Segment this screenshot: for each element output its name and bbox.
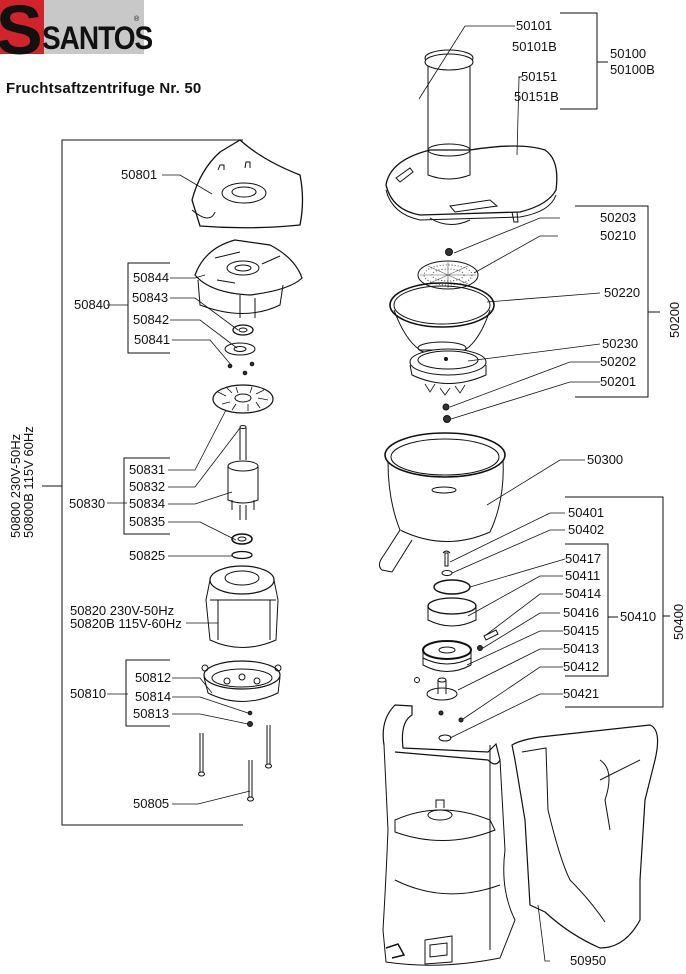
label-50401: 50401: [568, 505, 605, 520]
basket-bottom: [409, 348, 487, 396]
label-50834: 50834: [129, 496, 166, 511]
label-50813: 50813: [133, 706, 170, 721]
label-50801: 50801: [121, 167, 158, 182]
label-50230: 50230: [602, 336, 639, 351]
motor-base-50812: [201, 660, 282, 702]
pusher-part: [424, 49, 474, 155]
juice-bowl: [378, 432, 506, 573]
label-50832: 50832: [129, 479, 166, 494]
label-50300: 50300: [587, 452, 624, 467]
ring-50411: [427, 597, 477, 627]
label-50151b: 50151B: [514, 89, 559, 104]
label-50414: 50414: [565, 586, 602, 601]
washer-50421: [438, 734, 452, 742]
washer-50202: [442, 403, 450, 411]
label-50220: 50220: [604, 285, 641, 300]
grater-disc: [417, 260, 479, 290]
label-50417: 50417: [565, 551, 602, 566]
label-50812: 50812: [135, 670, 172, 685]
label-50950: 50950: [570, 953, 607, 968]
label-50835: 50835: [129, 514, 166, 529]
label-50825: 50825: [129, 548, 166, 563]
label-50400: 50400: [671, 603, 686, 640]
brackets-right: [560, 12, 670, 708]
bearing-housing: [422, 640, 472, 672]
plate-50842: [224, 342, 256, 356]
machine-housing: [382, 704, 516, 966]
label-50805: 50805: [133, 796, 170, 811]
nut-50416: [477, 645, 483, 651]
callout-lines-right: [418, 25, 601, 962]
bearing-flange: [194, 239, 303, 318]
front-cover: [511, 724, 659, 949]
brackets-left: [42, 139, 243, 826]
stator-50820: [205, 565, 279, 648]
label-50810: 50810: [70, 686, 107, 701]
logo-wordmark: SANTOS: [42, 20, 153, 56]
motor-top-cover: [191, 139, 304, 229]
label-50416: 50416: [563, 605, 600, 620]
label-50151: 50151: [521, 69, 558, 84]
logo-s-glyph: S: [0, 0, 43, 69]
pin-50414: [483, 629, 499, 641]
label-50842: 50842: [133, 312, 170, 327]
screws-50841: [227, 361, 255, 376]
nut-50813: [247, 721, 253, 727]
label-50814: 50814: [135, 689, 172, 704]
label-50412: 50412: [563, 659, 600, 674]
lid-part: [385, 143, 558, 225]
callout-lines-left: [107, 174, 251, 805]
nut-50201: [443, 415, 451, 423]
filter-basket: [389, 282, 495, 355]
label-50830: 50830: [69, 496, 106, 511]
label-50200: 50200: [667, 301, 682, 338]
label-50101b: 50101B: [512, 39, 557, 54]
label-50100b: 50100B: [610, 62, 655, 77]
screw-50401: [442, 550, 451, 567]
label-50203: 50203: [600, 210, 637, 225]
label-50410: 50410: [620, 609, 657, 624]
label-50844: 50844: [133, 270, 170, 285]
label-50411: 50411: [565, 568, 601, 583]
label-50415: 50415: [563, 623, 600, 638]
screw-small: [458, 717, 464, 723]
washer-50402: [441, 570, 453, 576]
label-50800b: 50800B 115V 60Hz: [21, 426, 36, 538]
page-title: Fruchtsaftzentrifuge Nr. 50: [6, 80, 202, 97]
washer-50825: [231, 550, 253, 560]
label-50843: 50843: [132, 290, 169, 305]
label-50402: 50402: [568, 522, 605, 537]
label-50201: 50201: [600, 374, 637, 389]
label-50840: 50840: [74, 297, 111, 312]
label-50820: 50820 230V-50Hz: [70, 603, 175, 618]
fan-50831: [212, 384, 274, 414]
label-50831: 50831: [129, 462, 166, 477]
label-50101: 50101: [516, 18, 553, 33]
label-50210: 50210: [600, 228, 637, 243]
drive-flange: [426, 677, 458, 701]
rotor-50834: [227, 425, 259, 520]
label-50841: 50841: [134, 332, 171, 347]
label-50421: 50421: [563, 686, 600, 701]
bearing-50835: [231, 533, 253, 545]
nut-50203: [445, 248, 453, 256]
screw-head: [414, 677, 420, 683]
label-50820b: 50820B 115V-60Hz: [70, 616, 182, 631]
screw-50412: [438, 710, 444, 716]
long-screws-50805: [198, 725, 272, 802]
label-50202: 50202: [600, 354, 637, 369]
label-50100: 50100: [610, 46, 647, 61]
registered-mark: ®: [134, 16, 140, 23]
oring-50417: [433, 579, 471, 595]
bearing-50843: [232, 324, 254, 336]
santos-logo: S SANTOS ®: [0, 0, 153, 69]
label-50413: 50413: [563, 641, 600, 656]
logo-red-block: [0, 0, 44, 54]
screw-50814: [247, 710, 253, 716]
